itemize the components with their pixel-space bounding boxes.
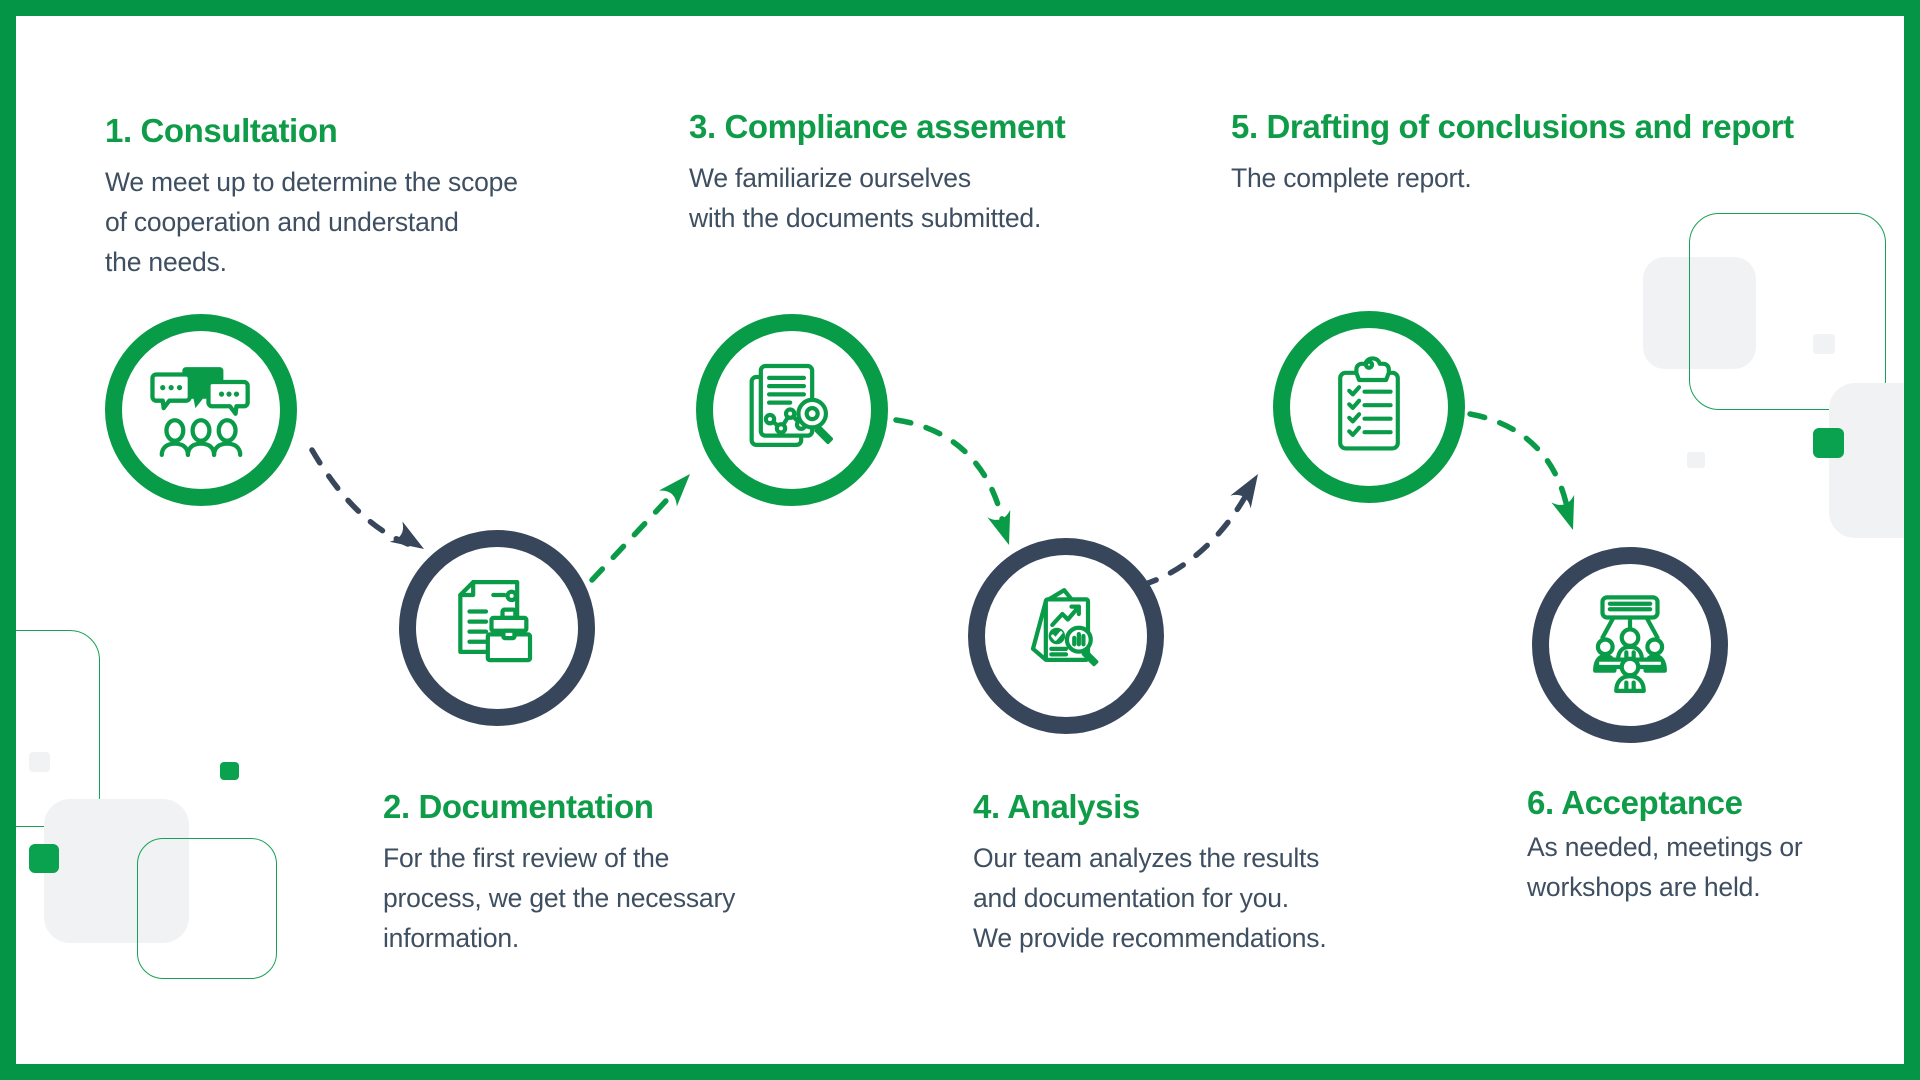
decor-gray-square-small: [29, 752, 50, 772]
decor-outline-square: [137, 838, 277, 979]
analysis-report-magnifier-icon: [1030, 588, 1099, 667]
step-4-title: 4. Analysis: [973, 788, 1140, 825]
step-6-title: 6. Acceptance: [1527, 784, 1743, 821]
arrow-step1-step2: [309, 447, 424, 549]
decor-gray-square-small: [1687, 452, 1705, 468]
decor-outline-square: [1689, 213, 1886, 410]
arrow-step3-step4: [893, 417, 1011, 545]
report-icon-ring: [1273, 311, 1465, 503]
analysis-icon-ring: [968, 538, 1164, 734]
step-3-title: 3. Compliance assement: [689, 108, 1066, 145]
decor-green-square: [29, 844, 59, 873]
document-magnifier-chart-icon: [749, 363, 834, 447]
compliance-icon-ring: [696, 314, 888, 506]
step-1-description: We meet up to determine the scope of coo…: [105, 167, 518, 277]
arrow-step5-step6: [1467, 411, 1575, 530]
decor-gray-square: [1643, 257, 1756, 369]
arrow-step2-step3: [589, 474, 690, 583]
step-4-description: Our team analyzes the results and docume…: [973, 843, 1327, 953]
document-briefcase-icon: [458, 580, 533, 663]
decor-gray-square: [44, 799, 189, 943]
step-4-text: 4. Analysis Our team analyzes the result…: [973, 788, 1413, 958]
meeting-table-people-icon: [1593, 595, 1667, 693]
consultation-icon-ring: [105, 314, 297, 506]
documentation-icon-ring: [399, 530, 595, 726]
step-5-description: The complete report.: [1231, 163, 1472, 193]
decor-outline-square: [0, 630, 100, 827]
step-6-text: 6. Acceptance As needed, meetings or wor…: [1527, 784, 1920, 908]
checklist-clipboard-icon: [1338, 356, 1400, 451]
step-6-description: As needed, meetings or workshops are hel…: [1527, 832, 1803, 902]
decor-green-square-small: [220, 762, 239, 780]
step-3-text: 3. Compliance assement We familiarize ou…: [689, 108, 1149, 239]
step-3-description: We familiarize ourselves with the docume…: [689, 163, 1042, 233]
consultation-chat-people-icon: [150, 367, 250, 457]
step-5-title: 5. Drafting of conclusions and report: [1231, 108, 1794, 145]
step-2-text: 2. Documentation For the first review of…: [383, 788, 803, 958]
decor-gray-square: [1829, 383, 1920, 538]
acceptance-icon-ring: [1532, 547, 1728, 743]
step-1-title: 1. Consultation: [105, 112, 338, 149]
decor-green-square: [1813, 428, 1844, 458]
arrow-step4-step5: [1139, 474, 1258, 588]
decor-gray-square-small: [1813, 334, 1835, 354]
step-2-description: For the first review of the process, we …: [383, 843, 736, 953]
step-5-text: 5. Drafting of conclusions and report Th…: [1231, 108, 1851, 199]
step-2-title: 2. Documentation: [383, 788, 654, 825]
step-1-text: 1. Consultation We meet up to determine …: [105, 112, 565, 282]
